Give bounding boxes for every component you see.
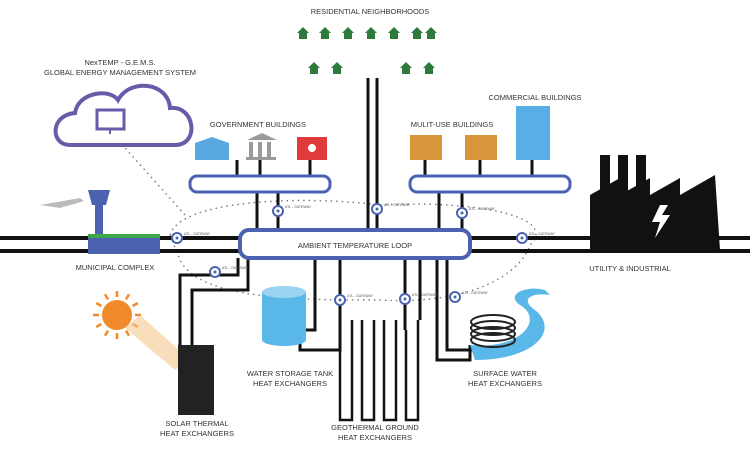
control-tower-icon bbox=[88, 190, 160, 254]
house-icon bbox=[365, 27, 377, 39]
gateway-label: ATL - GATEWAY bbox=[529, 232, 556, 236]
gateway-node: ATL - GATEWAY bbox=[516, 232, 556, 244]
house-icon bbox=[319, 27, 331, 39]
factory-icon bbox=[590, 155, 720, 250]
tank-label-1: WATER STORAGE TANK bbox=[247, 369, 333, 378]
airplane-icon bbox=[40, 198, 84, 208]
gateway-node: ATL - GATEWAY bbox=[209, 266, 249, 278]
residential-label: RESIDENTIAL NEIGHBORHOODS bbox=[311, 7, 430, 16]
house-icon bbox=[342, 27, 354, 39]
commercial-tower-icon bbox=[516, 106, 550, 160]
sun-ray bbox=[124, 329, 131, 337]
gateway-node: ATL - GATEWAY bbox=[399, 293, 439, 305]
solar-collector-icon bbox=[178, 345, 214, 415]
municipal-label: MUNICIPAL COMPLEX bbox=[76, 263, 155, 272]
solar-label-1: SOLAR THERMAL bbox=[165, 419, 228, 428]
government-bar bbox=[188, 174, 332, 194]
gateways: ATL - GATEWAY ATL - GATEWAY ATL - GATEWAY A… bbox=[171, 203, 556, 306]
lower-pipes bbox=[178, 258, 480, 362]
gateway-node: ATL - GATEWAY bbox=[334, 294, 374, 306]
sun-ray bbox=[124, 293, 131, 301]
geothermal-loops bbox=[338, 320, 420, 422]
gateway-label: ATL - GATEWAY bbox=[347, 294, 374, 298]
cloud-icon bbox=[53, 83, 194, 147]
government-building-gray-icon bbox=[246, 133, 277, 160]
building-pipes bbox=[235, 160, 534, 232]
government-building-red-icon bbox=[297, 137, 327, 160]
gateway-label: ATL - GATEWAY bbox=[469, 207, 496, 211]
surface-label-1: SURFACE WATER bbox=[473, 369, 537, 378]
house-icon bbox=[388, 27, 400, 39]
house-icons bbox=[297, 27, 437, 74]
sun-rays-beam bbox=[125, 315, 190, 370]
gateway-node: ATL - GATEWAY bbox=[371, 203, 411, 215]
sun-ray bbox=[95, 322, 103, 329]
gateway-node: ATL - GATEWAY bbox=[272, 205, 312, 217]
house-icon bbox=[411, 27, 423, 39]
gems-title: NexTEMP - G.E.M.S. bbox=[84, 58, 155, 67]
sun-ray bbox=[131, 301, 139, 308]
multiuse-bar bbox=[408, 174, 572, 194]
gateway-label: ATL - GATEWAY bbox=[462, 291, 489, 295]
gateway-label: ATL - GATEWAY bbox=[384, 203, 411, 207]
multiuse-building-icon bbox=[410, 135, 442, 160]
gateway-label: ATL - GATEWAY bbox=[412, 293, 439, 297]
gateway-label: ATL - GATEWAY bbox=[184, 232, 211, 236]
gateway-label: ATL - GATEWAY bbox=[222, 266, 249, 270]
sun-ray bbox=[103, 329, 110, 337]
water-tank-icon bbox=[262, 286, 306, 346]
house-icon bbox=[423, 62, 435, 74]
surface-label-2: HEAT EXCHANGERS bbox=[468, 379, 542, 388]
house-icon bbox=[308, 62, 320, 74]
cloud-link-dotted bbox=[117, 139, 186, 216]
geo-label-2: HEAT EXCHANGERS bbox=[338, 433, 412, 442]
house-icon bbox=[297, 27, 309, 39]
geo-label-1: GEOTHERMAL GROUND bbox=[331, 423, 419, 432]
gems-subtitle: GLOBAL ENERGY MANAGEMENT SYSTEM bbox=[44, 68, 196, 77]
ambient-loop-label: AMBIENT TEMPERATURE LOOP bbox=[298, 241, 412, 250]
river-icon bbox=[470, 288, 550, 360]
gateway-node: ATL - GATEWAY bbox=[449, 291, 489, 303]
sun-ray bbox=[103, 293, 110, 301]
tank-label-2: HEAT EXCHANGERS bbox=[253, 379, 327, 388]
government-building-blue-icon bbox=[195, 137, 229, 160]
gateway-label: ATL - GATEWAY bbox=[285, 205, 312, 209]
house-icon bbox=[400, 62, 412, 74]
house-icon bbox=[425, 27, 437, 39]
government-label: GOVERNMENT BUILDINGS bbox=[210, 120, 306, 129]
gateway-node: ATL - GATEWAY bbox=[171, 232, 211, 244]
commercial-label: COMMERCIAL BUILDINGS bbox=[488, 93, 581, 102]
ambient-loop-box bbox=[238, 228, 472, 260]
house-icon bbox=[331, 62, 343, 74]
multiuse-building-icon bbox=[465, 135, 497, 160]
sun-ray bbox=[95, 301, 103, 308]
utility-label: UTILITY & INDUSTRIAL bbox=[589, 264, 671, 273]
gateway-node: ATL - GATEWAY bbox=[456, 207, 496, 219]
solar-label-2: HEAT EXCHANGERS bbox=[160, 429, 234, 438]
multiuse-label: MULIT-USE BUILDINGS bbox=[411, 120, 494, 129]
coil-heat-exchanger-icon bbox=[470, 314, 516, 348]
